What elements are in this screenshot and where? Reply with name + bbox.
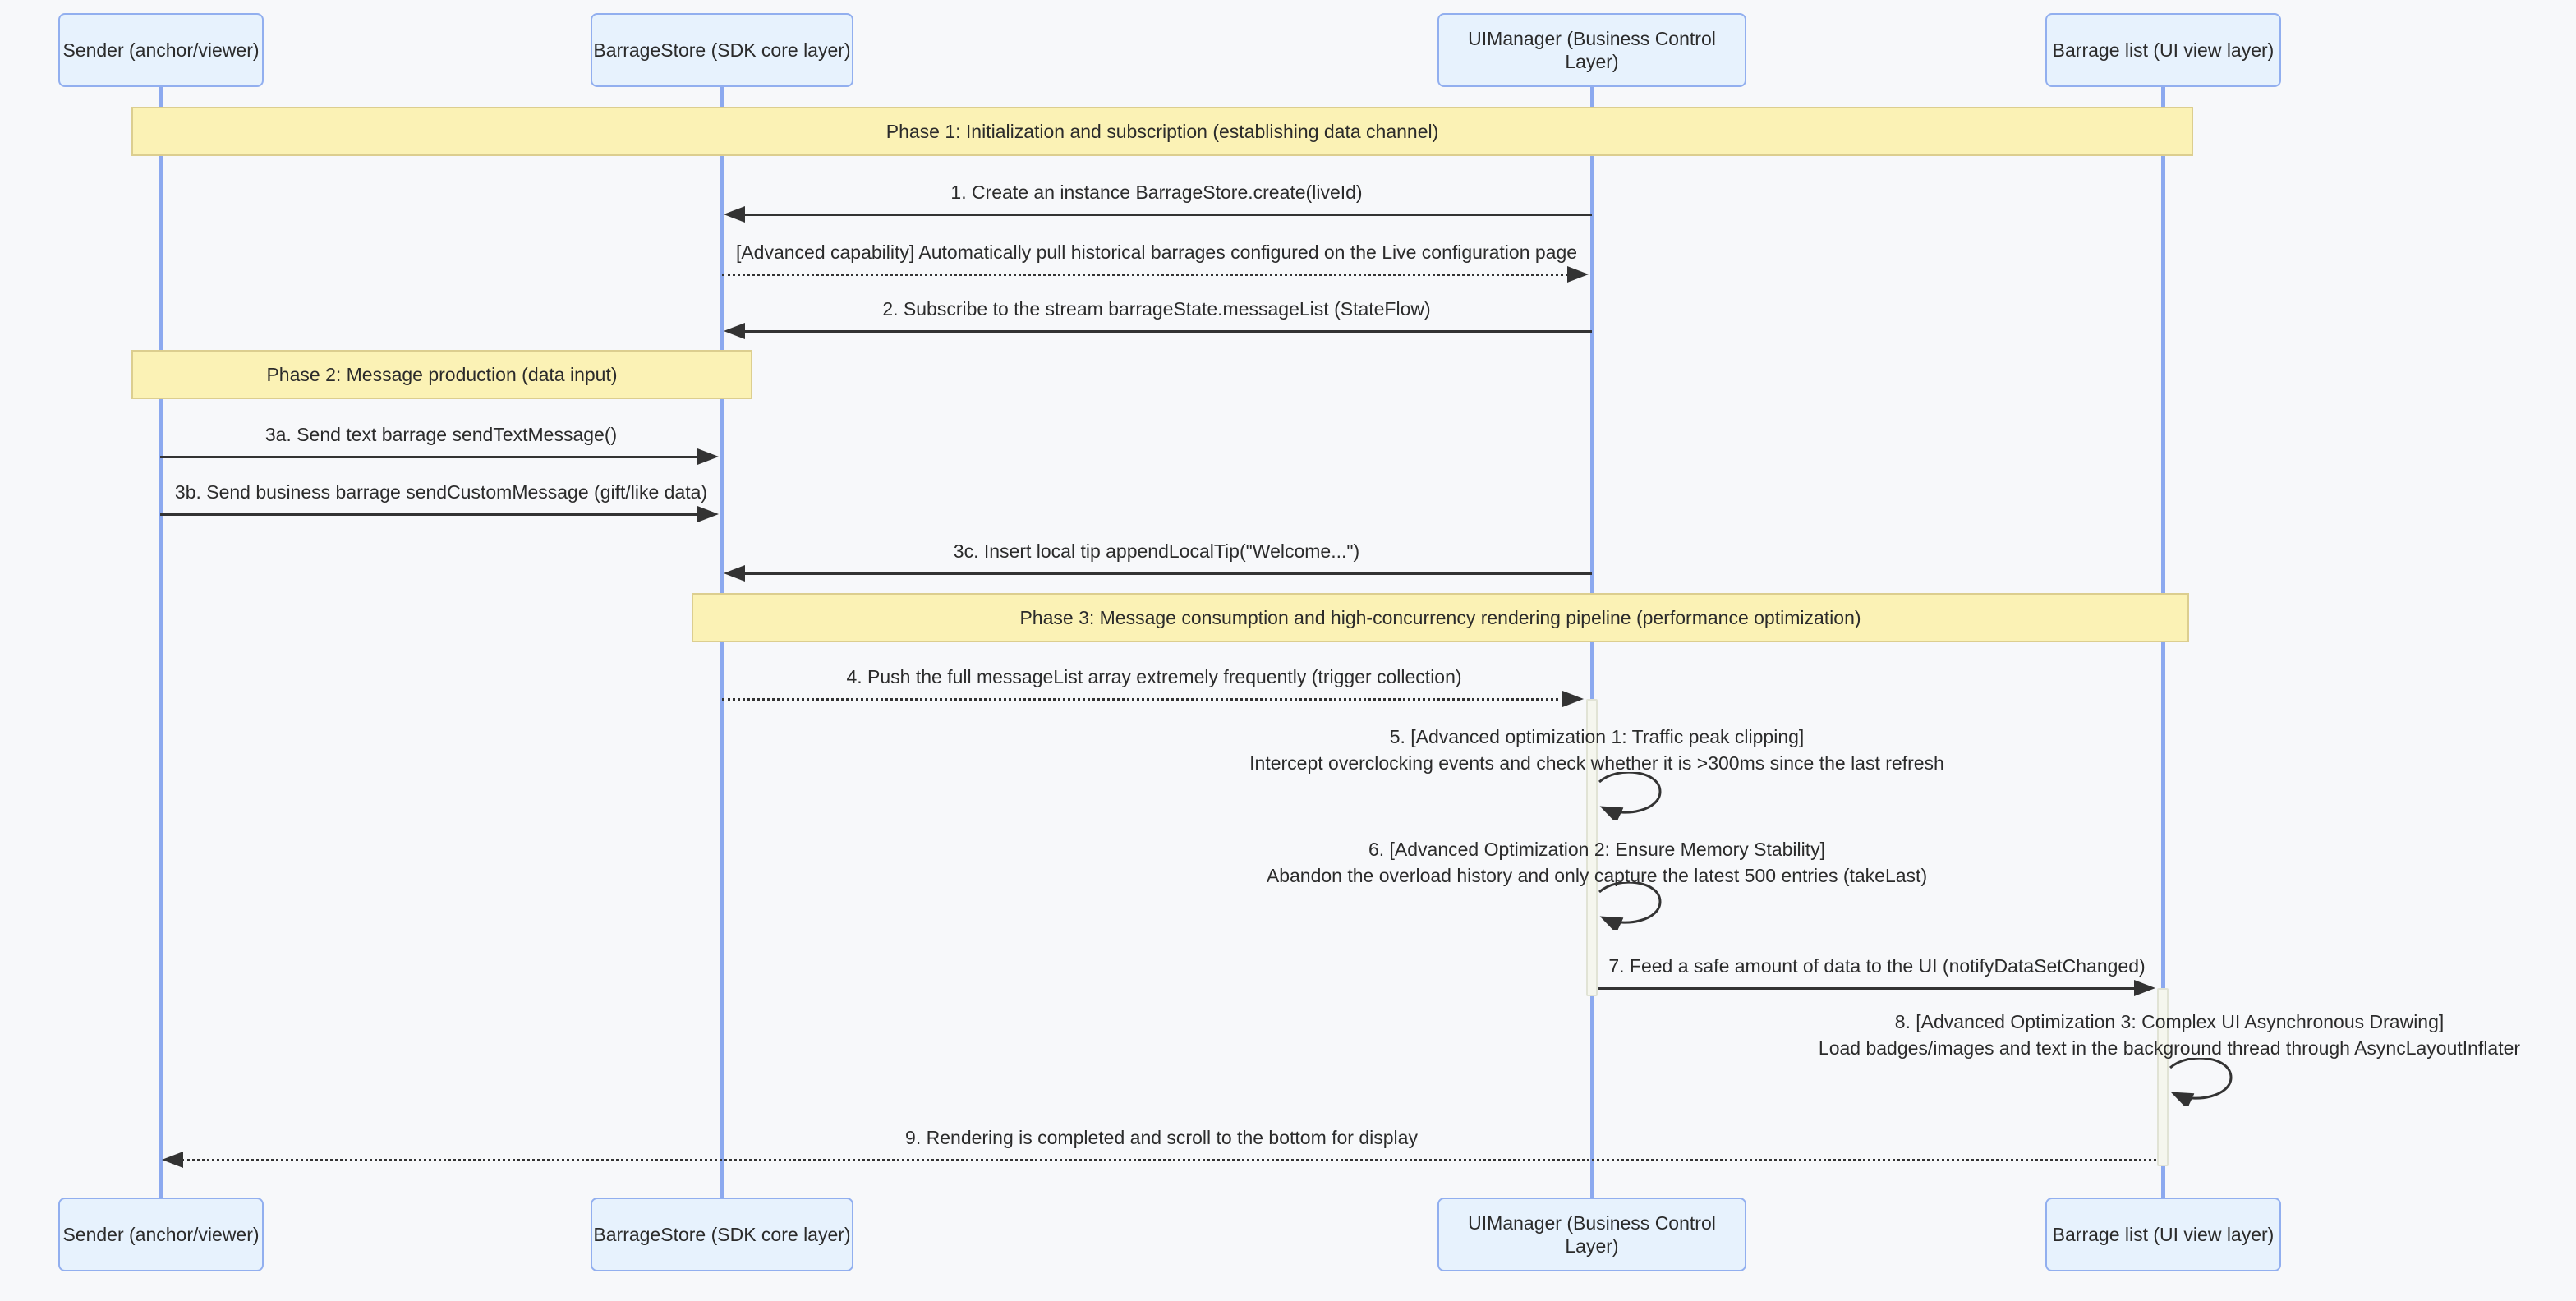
message-1-label: 1. Create an instance BarrageStore.creat…: [950, 182, 1363, 203]
message-6-line1: 6. [Advanced Optimization 2: Ensure Memo…: [1368, 839, 1826, 860]
message-advanced-capability-line: [722, 274, 1569, 276]
message-8-line1: 8. [Advanced Optimization 3: Complex UI …: [1894, 1011, 2445, 1032]
activation-bar-barragelist: [2157, 988, 2169, 1166]
message-3b-label: 3b. Send business barrage sendCustomMess…: [174, 481, 708, 503]
participant-uimanager-bottom: UIManager (Business Control Layer): [1438, 1198, 1746, 1271]
message-5-label: 5. [Advanced optimization 1: Traffic pea…: [1249, 724, 1944, 776]
message-8-label: 8. [Advanced Optimization 3: Complex UI …: [1819, 1009, 2520, 1061]
participant-barragelist-bottom: Barrage list (UI view layer): [2045, 1198, 2281, 1271]
participant-uimanager-top: UIManager (Business Control Layer): [1438, 13, 1746, 87]
arrowhead-right-icon: [1567, 266, 1589, 283]
arrowhead-left-icon: [162, 1152, 183, 1168]
message-4-label: 4. Push the full messageList array extre…: [846, 666, 1462, 687]
message-7-line: [1598, 987, 2134, 990]
lifeline-uimanager: [1590, 87, 1594, 1198]
arrowhead-right-icon: [2134, 980, 2155, 996]
message-8-line2: Load badges/images and text in the backg…: [1818, 1037, 2521, 1059]
phase-1-label: Phase 1: Initialization and subscription…: [886, 120, 1439, 142]
self-loop-arrow-icon: [1598, 882, 1662, 930]
lifeline-barragelist: [2161, 87, 2165, 1198]
phase-2-label: Phase 2: Message production (data input): [266, 363, 618, 385]
participant-sender-top: Sender (anchor/viewer): [58, 13, 264, 87]
message-advanced-capability-label: [Advanced capability] Automatically pull…: [735, 241, 1578, 263]
lifeline-barragestore: [720, 87, 724, 1198]
message-4-line: [722, 698, 1564, 701]
message-2-label: 2. Subscribe to the stream barrageState.…: [882, 298, 1431, 320]
phase-3-band: Phase 3: Message consumption and high-co…: [692, 593, 2189, 642]
lifeline-sender: [159, 87, 163, 1198]
message-9-line: [182, 1159, 2156, 1161]
arrowhead-right-icon: [697, 506, 719, 522]
arrowhead-right-icon: [1562, 691, 1584, 707]
arrowhead-left-icon: [724, 323, 745, 339]
participant-sender-bottom: Sender (anchor/viewer): [58, 1198, 264, 1271]
message-3c-label: 3c. Insert local tip appendLocalTip("Wel…: [953, 540, 1360, 562]
message-2-line: [743, 330, 1592, 333]
self-loop-arrow-icon: [1598, 772, 1662, 820]
message-9-label: 9. Rendering is completed and scroll to …: [905, 1127, 1418, 1148]
self-loop-arrow-icon: [2169, 1058, 2233, 1106]
message-6-label: 6. [Advanced Optimization 2: Ensure Memo…: [1267, 836, 1927, 889]
message-1-line: [743, 214, 1592, 216]
arrowhead-left-icon: [724, 206, 745, 223]
participant-barragestore-bottom: BarrageStore (SDK core layer): [591, 1198, 853, 1271]
phase-1-band: Phase 1: Initialization and subscription…: [131, 107, 2193, 156]
message-6-line2: Abandon the overload history and only ca…: [1266, 865, 1928, 886]
participant-barragelist-top: Barrage list (UI view layer): [2045, 13, 2281, 87]
phase-3-label: Phase 3: Message consumption and high-co…: [1019, 606, 1861, 628]
activation-bar-uimanager: [1586, 699, 1598, 996]
message-5-line2: Intercept overclocking events and check …: [1249, 752, 1944, 774]
arrowhead-left-icon: [724, 565, 745, 582]
message-3a-line: [160, 456, 699, 458]
message-3b-line: [160, 513, 699, 516]
phase-2-band: Phase 2: Message production (data input): [131, 350, 752, 399]
message-3c-line: [743, 572, 1592, 575]
message-7-label: 7. Feed a safe amount of data to the UI …: [1608, 955, 2146, 977]
participant-barragestore-top: BarrageStore (SDK core layer): [591, 13, 853, 87]
arrowhead-right-icon: [697, 448, 719, 465]
message-3a-label: 3a. Send text barrage sendTextMessage(): [264, 424, 618, 445]
message-5-line1: 5. [Advanced optimization 1: Traffic pea…: [1389, 726, 1805, 747]
